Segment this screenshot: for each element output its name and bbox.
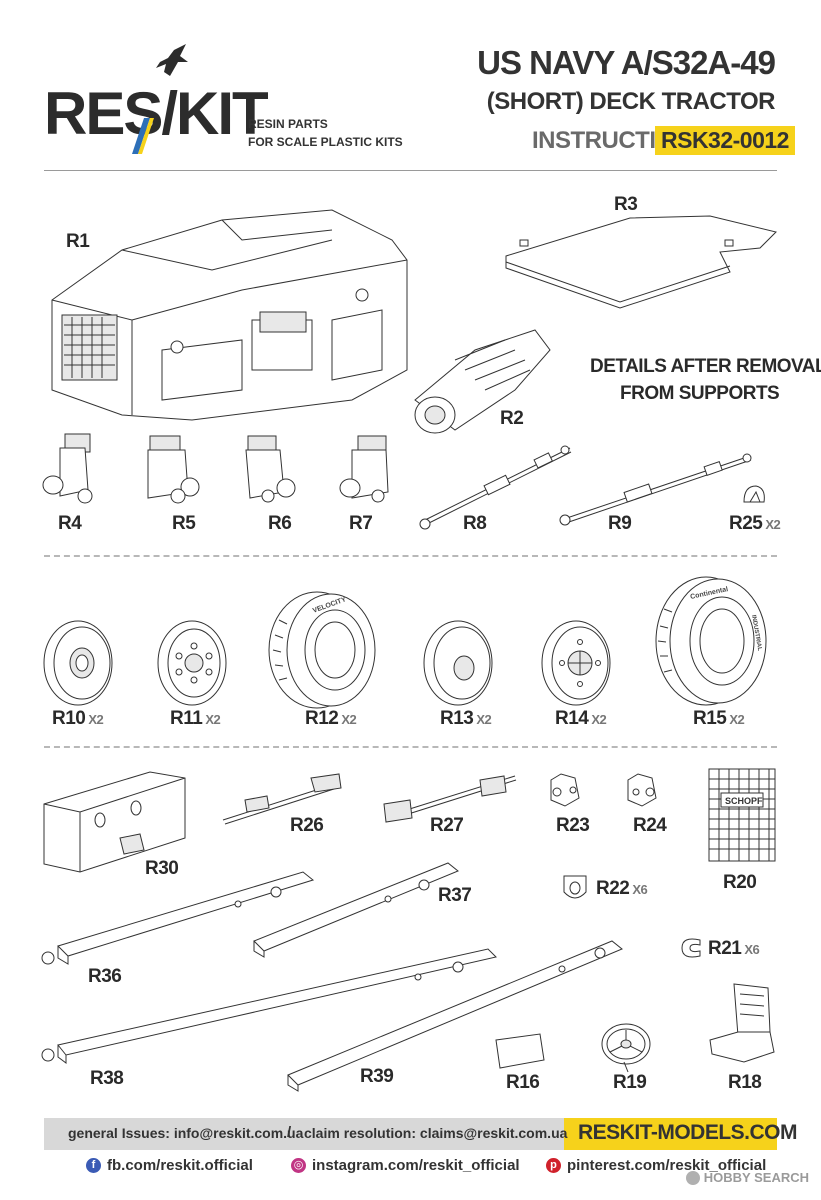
- logo-subtitle-line2: FOR SCALE PLASTIC KITS: [248, 135, 403, 149]
- part-r8-label: R8: [463, 513, 487, 534]
- part-r14-wheel-drawing: [538, 618, 618, 708]
- part-r30-label: R30: [145, 858, 179, 879]
- logo-subtitle-line1: RESIN PARTS: [248, 117, 328, 131]
- instagram-icon: ◎: [291, 1158, 306, 1173]
- part-r39-beam-drawing: [282, 935, 632, 1095]
- part-r2-engine-drawing: [405, 320, 555, 440]
- part-r1-chassis-drawing: [42, 200, 422, 425]
- general-issues-email[interactable]: general Issues: info@reskit.com.ua: [68, 1125, 304, 1141]
- facebook-icon: f: [86, 1158, 101, 1173]
- logo-flag-stripe: [132, 118, 154, 154]
- facebook-link[interactable]: f fb.com/reskit.official: [86, 1157, 253, 1174]
- part-r38-label: R38: [90, 1068, 124, 1089]
- part-r5-hinge-drawing: [140, 432, 200, 507]
- footer-separator: /: [287, 1124, 292, 1141]
- watermark-logo-icon: [685, 1170, 700, 1185]
- part-r22-clip-drawing: [560, 870, 590, 906]
- instruction-code-badge: RSK32-0012: [655, 126, 795, 155]
- part-r1-label: R1: [66, 231, 90, 252]
- instagram-link-text: instagram.com/reskit_official: [312, 1157, 520, 1174]
- part-r37-beam-drawing: [248, 855, 463, 960]
- part-r4-label: R4: [58, 513, 82, 534]
- part-r16-label: R16: [506, 1072, 540, 1093]
- part-r20-grille-drawing: [705, 765, 780, 865]
- section-divider-2: [44, 746, 777, 748]
- section-divider-1: [44, 555, 777, 557]
- part-r26-pedal-drawing: [215, 770, 345, 830]
- footer-contact-bar: [44, 1118, 564, 1150]
- part-r9-rod-drawing: [555, 450, 755, 525]
- logo-wordmark: RES/KIT: [44, 80, 269, 147]
- part-r12-tire-drawing: [265, 590, 385, 710]
- footer-website-bar: [564, 1118, 777, 1150]
- part-r20-label: R20: [723, 872, 757, 893]
- claim-resolution-email[interactable]: claim resolution: claims@reskit.com.ua: [304, 1125, 568, 1141]
- removal-note-line2: FROM SUPPORTS: [620, 383, 780, 404]
- part-r5-label: R5: [172, 513, 196, 534]
- part-r23-label: R23: [556, 815, 590, 836]
- part-r16-plate-drawing: [492, 1030, 548, 1072]
- part-r11-wheel-drawing: [154, 618, 234, 708]
- page-title: US NAVY A/S32A-49: [477, 44, 776, 81]
- part-r10-wheel-drawing: [42, 618, 122, 708]
- pinterest-link-text: pinterest.com/reskit_official: [567, 1157, 767, 1174]
- removal-note-line1: DETAILS AFTER REMOVAL: [590, 356, 821, 377]
- part-r25-clip-drawing: [740, 482, 770, 510]
- part-r6-hinge-drawing: [240, 432, 300, 507]
- logo-jet-icon: [156, 44, 188, 76]
- part-r36-beam-drawing: [38, 858, 318, 973]
- part-r13-hub-drawing: [420, 618, 500, 708]
- part-r30-panel-drawing: [40, 768, 190, 878]
- page-subtitle: (SHORT) DECK TRACTOR: [486, 88, 776, 115]
- part-r9-label: R9: [608, 513, 632, 534]
- part-r18-seat-drawing: [704, 980, 778, 1070]
- part-r24-label: R24: [633, 815, 667, 836]
- part-r3-label: R3: [614, 194, 638, 215]
- part-r39-label: R39: [360, 1066, 394, 1087]
- part-r19-steering-wheel-drawing: [598, 1018, 654, 1074]
- part-r24-bracket-drawing: [622, 770, 662, 810]
- part-r6-label: R6: [268, 513, 292, 534]
- part-r21-clip-drawing: [678, 934, 706, 962]
- pinterest-link[interactable]: p pinterest.com/reskit_official: [546, 1157, 766, 1174]
- facebook-link-text: fb.com/reskit.official: [107, 1157, 253, 1174]
- part-r4-hinge-drawing: [40, 430, 100, 505]
- pinterest-icon: p: [546, 1158, 561, 1173]
- part-r7-hinge-drawing: [338, 432, 398, 507]
- part-r19-label: R19: [613, 1072, 647, 1093]
- part-r2-label: R2: [500, 408, 524, 429]
- part-r27-label: R27: [430, 815, 464, 836]
- r20-grille-tag-text: SCHOPF: [725, 796, 763, 806]
- part-r37-label: R37: [438, 885, 472, 906]
- part-r38-beam-drawing: [38, 935, 498, 1075]
- instagram-link[interactable]: ◎ instagram.com/reskit_official: [291, 1157, 520, 1174]
- header-divider: [44, 170, 777, 171]
- part-r23-bracket-drawing: [545, 770, 585, 810]
- part-r7-label: R7: [349, 513, 373, 534]
- part-r26-label: R26: [290, 815, 324, 836]
- part-r15-tire-drawing: [652, 574, 772, 709]
- part-r27-pedal-drawing: [380, 770, 520, 830]
- part-r36-label: R36: [88, 966, 122, 987]
- part-r18-label: R18: [728, 1072, 762, 1093]
- watermark-text: HOBBY SEARCH: [703, 1170, 809, 1185]
- watermark: HOBBY SEARCH: [685, 1170, 809, 1185]
- part-r8-rod-drawing: [415, 440, 575, 530]
- part-r3-floor-plate-drawing: [500, 212, 780, 312]
- website-link[interactable]: RESKIT-MODELS.COM: [578, 1121, 798, 1144]
